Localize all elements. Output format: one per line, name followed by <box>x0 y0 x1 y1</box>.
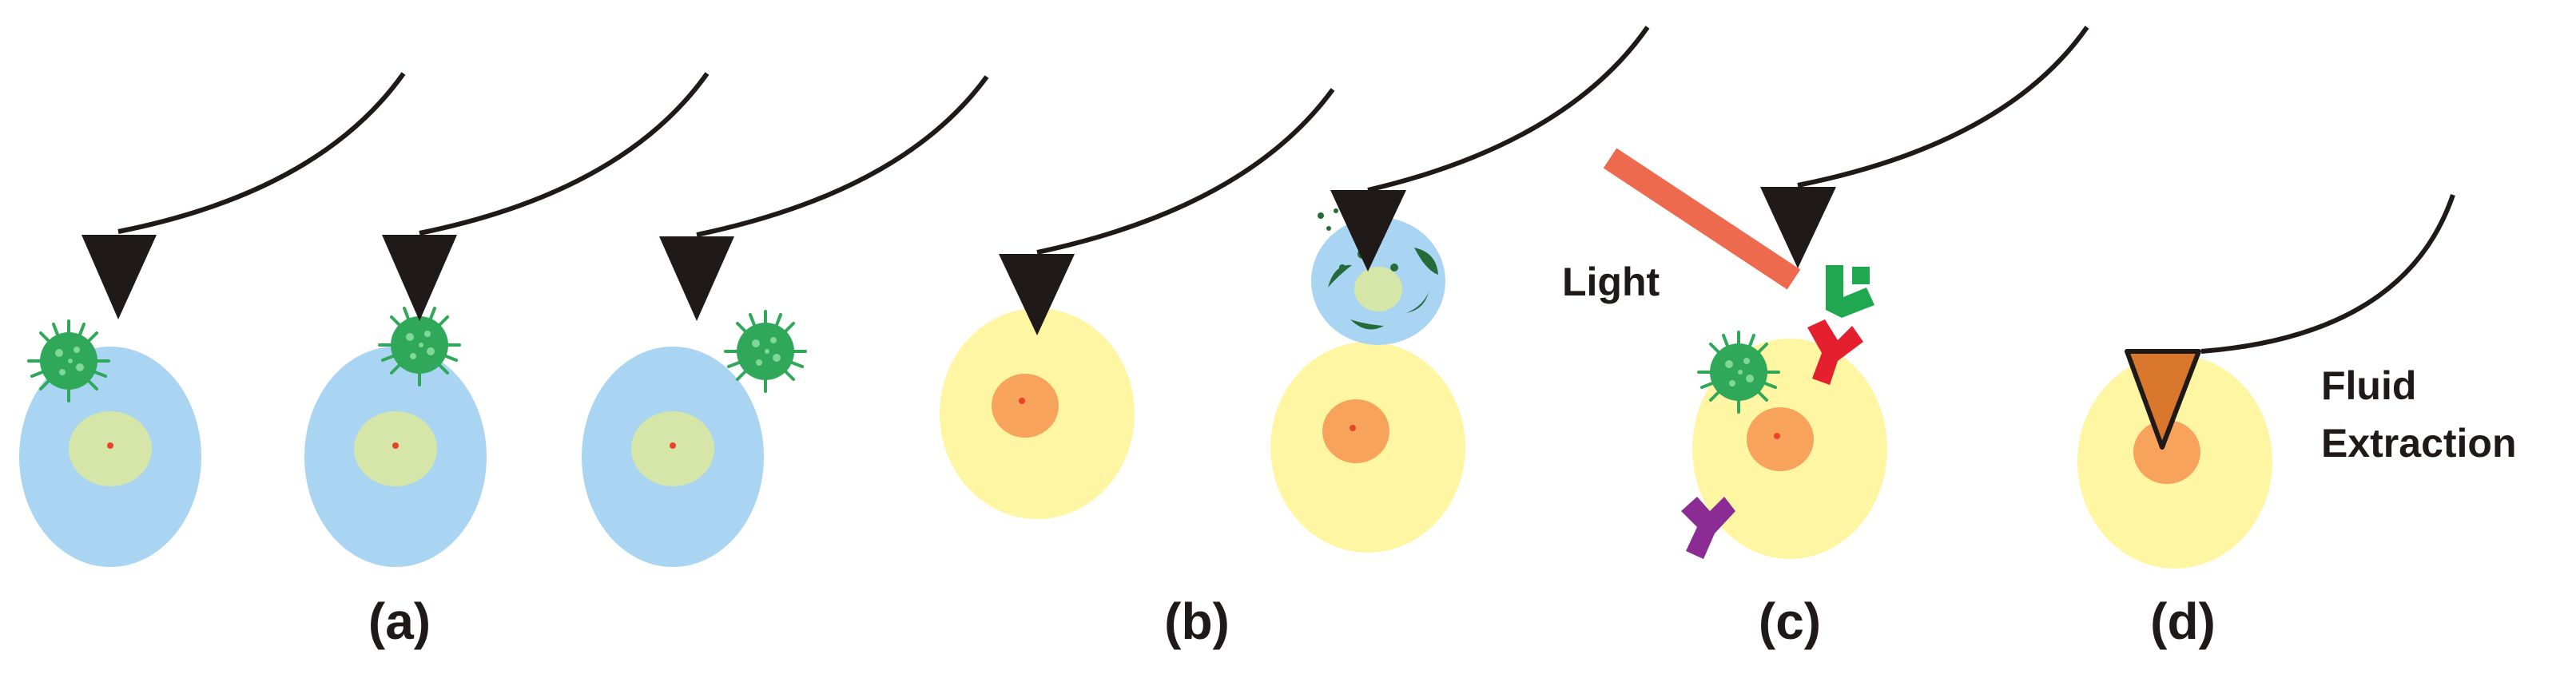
panel-label-b: (b) <box>1164 593 1230 650</box>
nucleus <box>1322 399 1389 463</box>
nucleolus <box>1350 425 1356 431</box>
panel-c: Light (c) <box>1562 26 2089 650</box>
captured-cell-fragment <box>1311 208 1445 345</box>
fluid-extraction-label-line-1: Fluid <box>2321 363 2416 408</box>
cantilever-tip <box>81 235 157 319</box>
cantilever-beam <box>2200 194 2455 354</box>
panel-label-a: (a) <box>368 593 431 650</box>
virus-icon <box>27 319 110 402</box>
cantilever-tip <box>999 254 1075 335</box>
cantilever-beam <box>117 72 406 234</box>
panel-a: (a) <box>19 72 989 650</box>
panel-b-step-2 <box>1270 26 1650 553</box>
panel-b: (b) <box>940 26 1650 650</box>
panel-a-step-2 <box>304 72 710 567</box>
panel-a-step-1 <box>19 72 406 567</box>
fluid-extraction-label-line-2: Extraction <box>2321 421 2517 466</box>
nucleolus <box>1774 433 1780 439</box>
nucleus <box>1747 407 1814 471</box>
nucleolus <box>392 442 399 449</box>
antibody-red-icon <box>1807 319 1863 385</box>
nucleolus <box>107 442 113 449</box>
virus-icon <box>724 310 807 393</box>
cantilever-tip <box>1760 187 1836 268</box>
cantilever-tip <box>382 235 457 321</box>
cantilever-beam <box>419 72 710 236</box>
light-beam <box>1603 148 1801 290</box>
nucleolus <box>1019 398 1025 404</box>
cantilever-tip <box>1330 190 1406 272</box>
panel-label-d: (d) <box>2150 593 2216 650</box>
cantilever-tip <box>659 236 734 321</box>
cantilever-beam <box>1797 26 2089 188</box>
cantilever-beam <box>696 75 989 237</box>
cantilever-beam <box>1367 26 1650 192</box>
cantilever-beam <box>1036 88 1335 255</box>
nucleolus <box>670 442 676 449</box>
nucleus <box>992 374 1059 438</box>
antibody-green-icon <box>1826 265 1874 318</box>
panel-d: Fluid Extraction (d) <box>2077 194 2517 650</box>
antibody-purple-icon <box>1681 497 1735 559</box>
panel-label-c: (c) <box>1759 593 1821 650</box>
panel-b-step-1 <box>940 88 1335 519</box>
light-label: Light <box>1562 260 1660 304</box>
fluid-extraction-tip <box>2125 349 2201 450</box>
panel-a-step-3 <box>582 75 989 567</box>
nucleus <box>2133 420 2200 484</box>
virus-icon <box>1697 331 1780 414</box>
